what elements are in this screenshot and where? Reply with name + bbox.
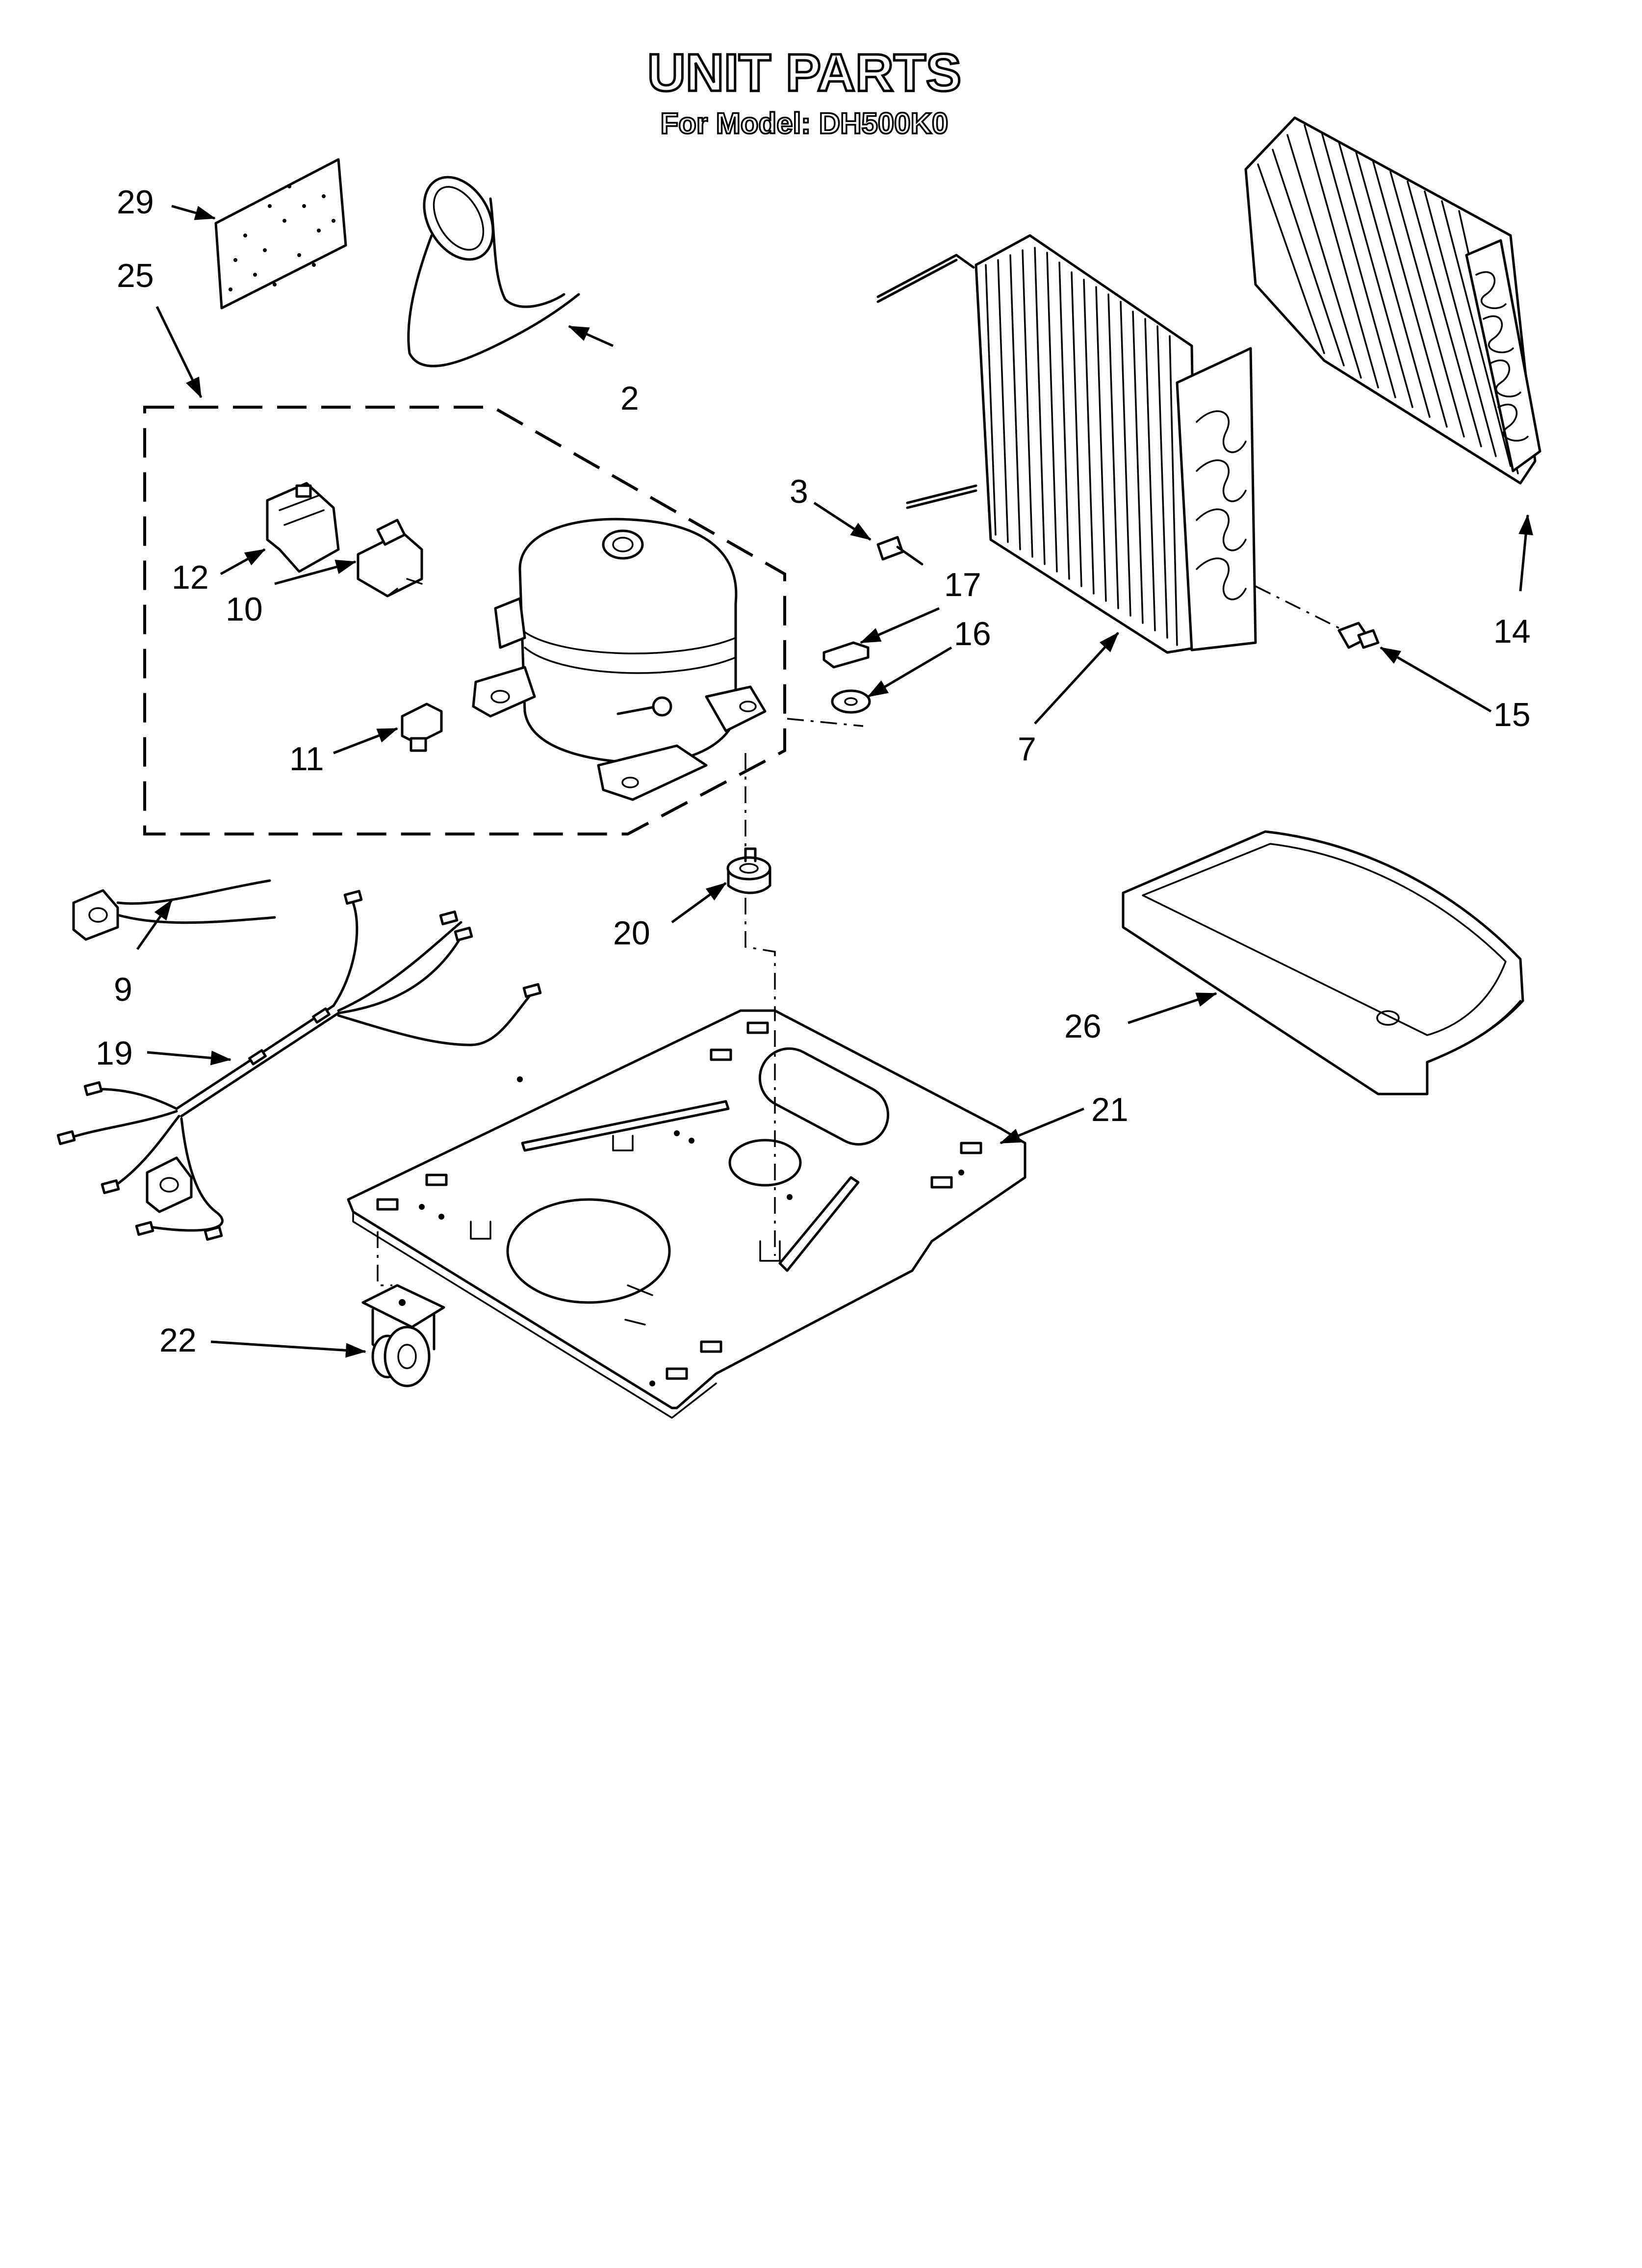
callout-9: 9 [114,971,132,1008]
part-16-washer [831,689,871,714]
part-21-base-plate [347,1009,1026,1419]
model-subtitle: For Model: DH500K0 [661,107,949,140]
callout-15: 15 [1493,696,1531,733]
callout-11: 11 [289,740,324,778]
part-17-clip [822,641,870,669]
callout-22: 22 [159,1322,197,1359]
part-2-hose [407,176,580,367]
callout-20: 20 [613,914,650,952]
callout-12: 12 [172,559,209,596]
callout-17: 17 [944,566,981,603]
callout-10: 10 [226,591,263,628]
part-25-assembly-boundary [143,406,786,835]
callout-19: 19 [96,1035,133,1072]
part-10-relay [357,519,423,598]
part-29-filter-pad [214,158,347,310]
callout-labels: 29 25 2 3 17 16 7 15 14 12 10 11 9 19 20… [96,183,1531,1359]
part-11-overload [401,703,443,752]
part-14-condenser [1244,116,1541,485]
callout-21: 21 [1091,1091,1129,1128]
part-26-drip-tray [1122,830,1524,1095]
callout-16: 16 [954,615,991,652]
part-12-cover [266,482,340,573]
part-19-harness [56,889,542,1241]
compressor [472,518,767,801]
part-9-cord [72,879,276,941]
part-15-screw [1337,622,1380,649]
callout-29: 29 [117,183,154,221]
callout-25: 25 [117,257,154,294]
part-3-screw [876,536,924,566]
callout-3: 3 [790,473,808,510]
leader-lines [136,205,1534,1358]
part-20-grommet [726,847,771,894]
callout-2: 2 [620,380,639,417]
callout-26: 26 [1064,1008,1102,1045]
callout-14: 14 [1493,613,1531,650]
page-title: UNIT PARTS [647,43,961,102]
part-22-caster [361,1284,445,1387]
part-7-evaporator [876,234,1344,654]
callout-7: 7 [1018,730,1036,768]
